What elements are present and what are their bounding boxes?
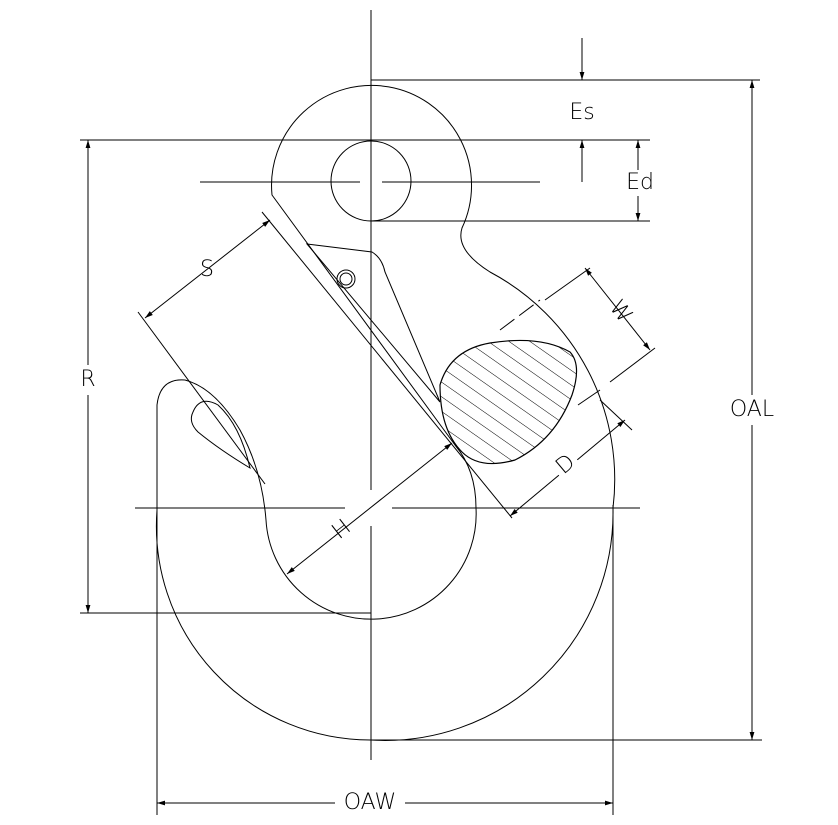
latch-pin	[336, 269, 356, 289]
hook-body	[155, 84, 616, 741]
cross-section-hatched	[439, 339, 578, 465]
dimension-labels: Es Ed S W R OAL D H OAW	[80, 100, 774, 815]
tip-slot	[190, 400, 251, 470]
label-oaw: OAW	[344, 790, 397, 815]
label-d: D	[551, 450, 580, 480]
label-s: S	[200, 257, 214, 282]
label-oal: OAL	[730, 397, 774, 422]
label-h: H	[327, 515, 355, 545]
label-r: R	[80, 367, 95, 392]
label-w: W	[604, 295, 637, 328]
latch	[305, 243, 441, 403]
label-ed: Ed	[626, 170, 654, 195]
dimension-lines	[80, 38, 762, 815]
label-es: Es	[569, 100, 594, 125]
hook-outline	[155, 84, 616, 741]
